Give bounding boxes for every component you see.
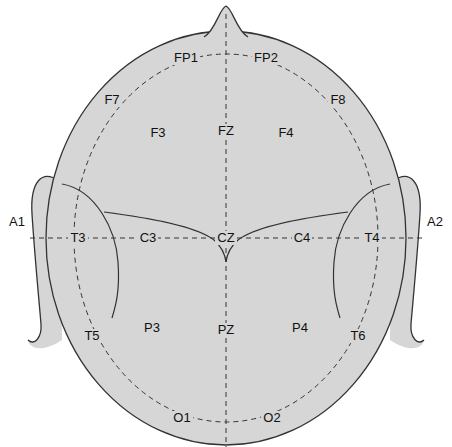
electrode-label: P4 (290, 321, 310, 335)
electrode-label: CZ (215, 231, 236, 245)
electrode-label: C4 (292, 231, 313, 245)
electrode-label: F8 (328, 93, 347, 107)
electrode-label: F4 (276, 126, 295, 140)
electrode-label: F7 (102, 93, 121, 107)
right-lateral-curve (333, 184, 390, 318)
electrode-label: FZ (216, 124, 236, 138)
electrode-label: PZ (216, 323, 237, 337)
electrode-label: A2 (425, 215, 445, 229)
left-lateral-curve (62, 184, 119, 318)
head-outline (46, 31, 406, 445)
electrode-label: FP2 (252, 51, 280, 65)
left-central-curve (104, 212, 226, 262)
electrode-label: F3 (148, 126, 167, 140)
electrode-label: A1 (7, 215, 27, 229)
electrode-label: O1 (171, 411, 192, 425)
electrode-label: P3 (142, 321, 162, 335)
right-central-curve (226, 212, 348, 262)
electrode-label: FP1 (172, 51, 200, 65)
electrode-label: O2 (261, 411, 282, 425)
electrode-label: C3 (138, 231, 159, 245)
electrode-label: T3 (68, 231, 87, 245)
electrode-label: T5 (82, 329, 101, 343)
electrode-label: T6 (348, 329, 367, 343)
electrode-label: T4 (362, 231, 381, 245)
